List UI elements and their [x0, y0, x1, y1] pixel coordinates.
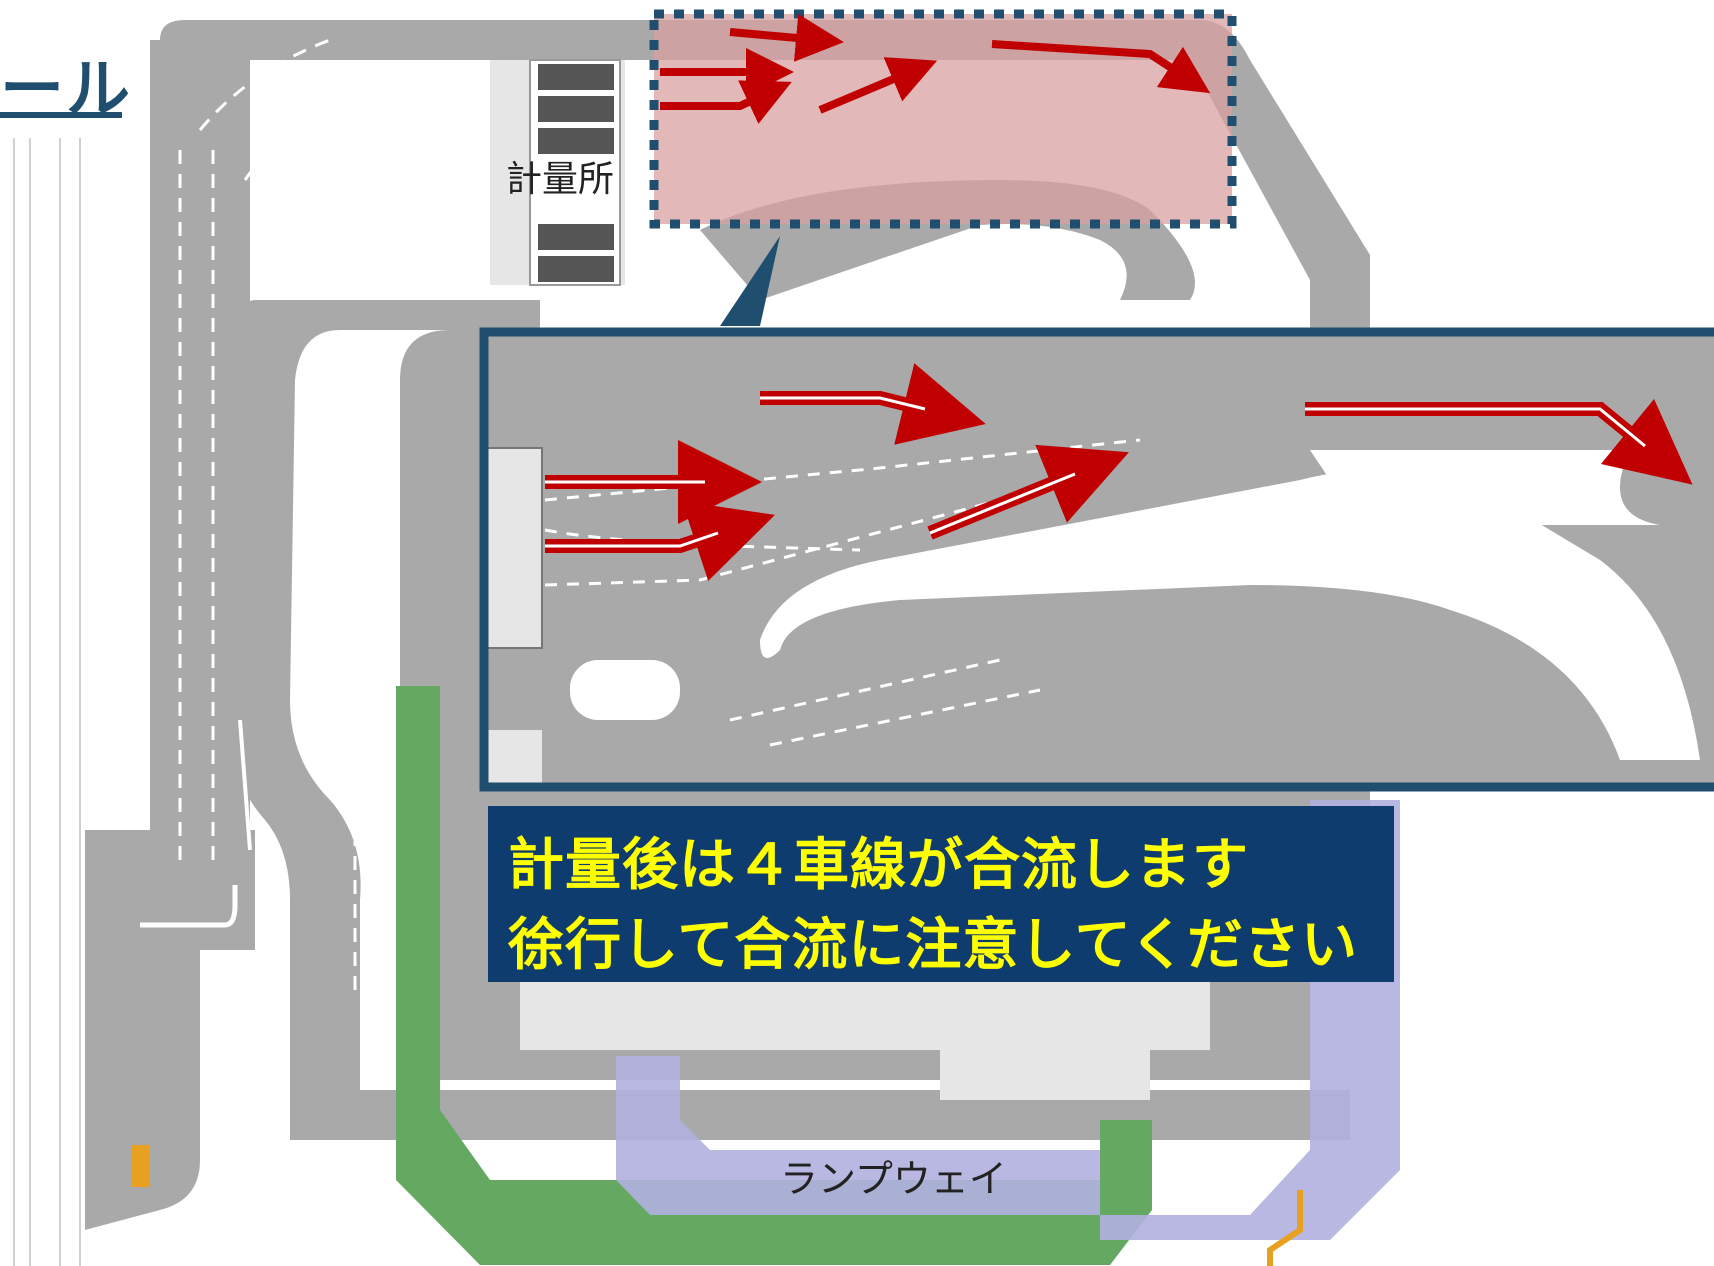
- notice-line-2: 徐行して合流に注意してください: [508, 913, 1358, 978]
- orange-marker: [132, 1145, 150, 1187]
- scale-house-label: 計量所: [506, 159, 615, 200]
- turn-arrow-marking: [140, 885, 238, 928]
- merge-warning-notice: 計量後は４車線が合流します 徐行して合流に注意してください: [488, 806, 1394, 982]
- zoom-inset: [479, 327, 1714, 792]
- hatched-zones: [238, 139, 487, 851]
- title-underline: [0, 112, 122, 118]
- merge-arrows-large: [545, 363, 1693, 581]
- lane-markings: [178, 38, 421, 1000]
- merge-zone-highlight: [654, 14, 1232, 224]
- merge-arrows-small: [660, 13, 1211, 124]
- merge-zone-frame: [649, 9, 1237, 229]
- rampway-label: ランプウェイ: [780, 1157, 1007, 1201]
- left-margin-lines: [13, 138, 81, 1266]
- notice-line-1: 計量後は４車線が合流します: [508, 833, 1249, 898]
- orange-route-line: [1267, 1190, 1303, 1266]
- scale-booths: [529, 59, 621, 286]
- callout-pointer: [720, 236, 780, 326]
